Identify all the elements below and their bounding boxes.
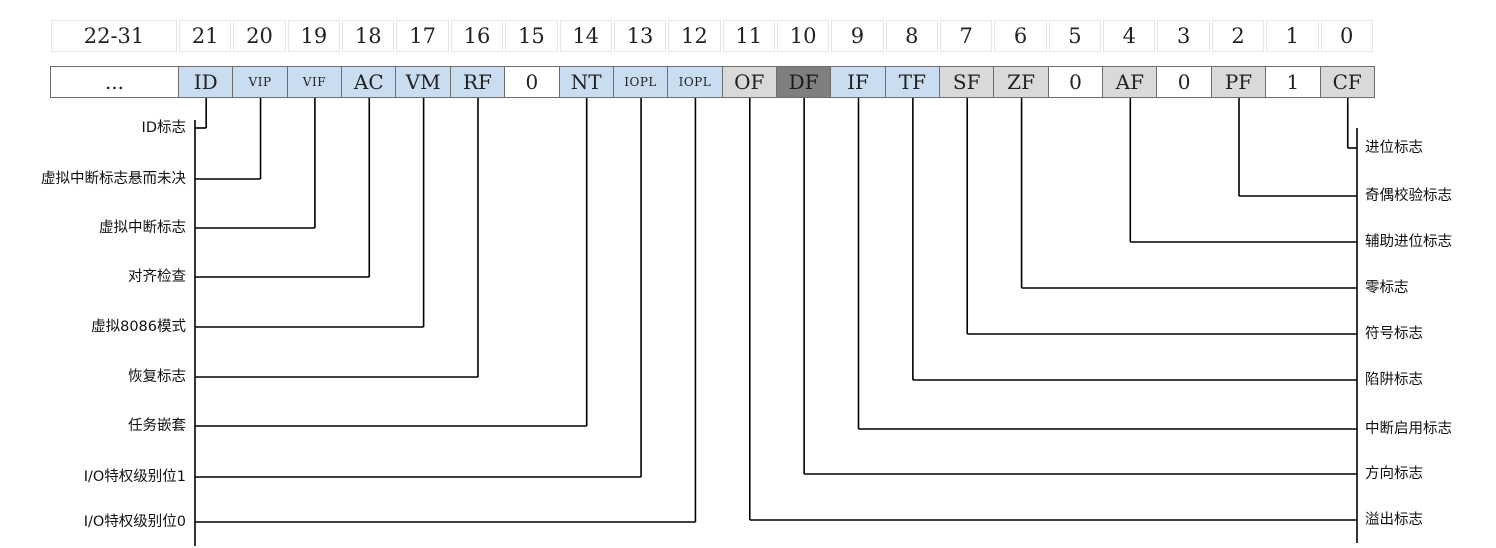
left-label-0: ID标志: [141, 120, 186, 136]
register-bit-vif-3: VIF: [286, 66, 343, 98]
bit-number-0: 0: [1320, 20, 1373, 52]
right-label-7: 方向标志: [1365, 466, 1423, 482]
register-bit--0: ...: [50, 66, 179, 98]
left-label-3: 对齐检查: [128, 269, 186, 285]
bit-number-16: 16: [450, 20, 504, 52]
register-bit-id-1: ID: [178, 66, 234, 98]
left-label-1: 虚拟中断标志悬而未决: [41, 171, 186, 187]
register-bit-vm-5: VM: [395, 66, 451, 98]
bit-number-15: 15: [505, 20, 558, 52]
right-label-4: 符号标志: [1365, 326, 1423, 342]
bit-number-11: 11: [722, 20, 775, 52]
bit-number-2: 2: [1211, 20, 1265, 52]
bit-number-1: 1: [1266, 20, 1319, 52]
bit-number-20: 20: [233, 20, 286, 52]
bit-number-7: 7: [940, 20, 993, 52]
right-label-2: 辅助进位标志: [1365, 234, 1452, 250]
left-label-8: I/O特权级别位0: [83, 514, 186, 530]
register-bit-if-13: IF: [830, 66, 886, 98]
left-label-5: 恢复标志: [128, 369, 186, 385]
bit-number-6: 6: [994, 20, 1047, 52]
bit-number-14: 14: [559, 20, 612, 52]
bit-number-18: 18: [342, 20, 395, 52]
left-label-6: 任务嵌套: [128, 418, 186, 434]
left-label-2: 虚拟中断标志: [99, 220, 186, 236]
right-label-8: 溢出标志: [1365, 512, 1423, 528]
bit-number-10: 10: [776, 20, 830, 52]
register-bit-cf-22: CF: [1319, 66, 1375, 98]
register-bit-of-11: OF: [721, 66, 777, 98]
bit-number-4: 4: [1103, 20, 1156, 52]
right-label-3: 零标志: [1365, 280, 1409, 296]
register-bit-iopl-10: IOPL: [667, 66, 723, 98]
right-label-0: 进位标志: [1365, 140, 1423, 156]
bit-number-8: 8: [885, 20, 939, 52]
register-bit-0-19: 0: [1156, 66, 1212, 98]
register-bit-af-18: AF: [1102, 66, 1158, 98]
register-bit-sf-15: SF: [939, 66, 995, 98]
left-label-7: I/O特权级别位1: [83, 469, 186, 485]
bit-number-17: 17: [396, 20, 449, 52]
register-bit-nt-8: NT: [558, 66, 614, 98]
register-bit-zf-16: ZF: [993, 66, 1049, 98]
right-label-1: 奇偶校验标志: [1365, 188, 1452, 204]
register-bit-df-12: DF: [775, 66, 832, 98]
register-bit-pf-20: PF: [1210, 66, 1267, 98]
bit-number-22-31: 22-31: [51, 20, 177, 52]
right-label-5: 陷阱标志: [1365, 372, 1423, 388]
bit-number-13: 13: [613, 20, 667, 52]
bit-number-3: 3: [1157, 20, 1210, 52]
bit-number-9: 9: [831, 20, 884, 52]
right-label-6: 中断启用标志: [1365, 421, 1452, 437]
register-bit-tf-14: TF: [884, 66, 941, 98]
bit-number-21: 21: [179, 20, 232, 52]
register-bit-iopl-9: IOPL: [612, 66, 669, 98]
bit-number-19: 19: [287, 20, 341, 52]
bit-number-12: 12: [668, 20, 721, 52]
bit-number-5: 5: [1048, 20, 1102, 52]
register-bit-ac-4: AC: [341, 66, 397, 98]
left-label-4: 虚拟8086模式: [91, 319, 186, 335]
